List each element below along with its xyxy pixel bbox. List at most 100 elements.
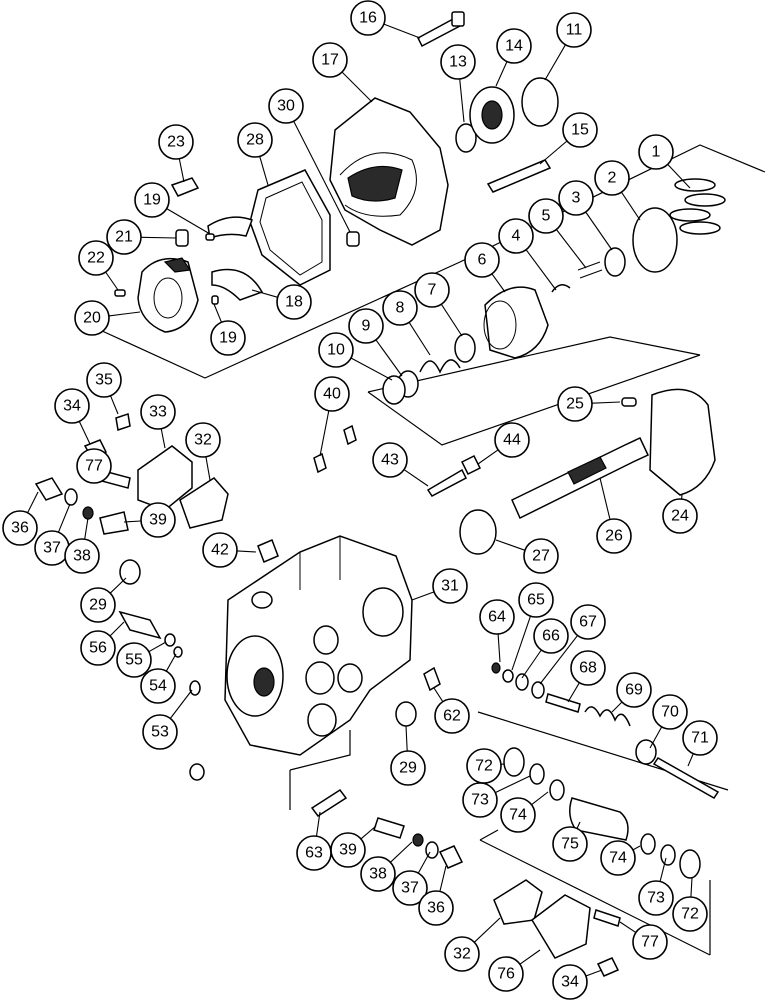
- callout-circle: [496, 28, 532, 64]
- callout-number: 64: [488, 609, 506, 626]
- leader-line-30: [293, 120, 351, 233]
- callout-number: 4: [512, 228, 521, 245]
- leader-line-43: [403, 469, 429, 487]
- callout-77: 77: [76, 448, 112, 484]
- callout-circle: [523, 538, 559, 574]
- washer-67: [531, 681, 545, 699]
- callout-69: 69: [616, 672, 652, 708]
- callout-circle: [494, 422, 530, 458]
- callout-66: 66: [533, 618, 569, 654]
- oring-73a: [529, 763, 545, 785]
- cover-76: [531, 894, 591, 959]
- callout-number: 39: [339, 842, 357, 859]
- callout-number: 20: [83, 310, 101, 327]
- fitting-39b: [373, 817, 405, 839]
- callout-65: 65: [518, 582, 554, 618]
- callout-55: 55: [116, 642, 152, 678]
- callout-circle: [348, 308, 384, 344]
- callout-28: 28: [237, 122, 273, 158]
- spring-4: [551, 284, 571, 293]
- leader-line-36: [439, 865, 447, 892]
- ring-10: [382, 375, 406, 405]
- callout-circle: [74, 300, 110, 336]
- fitting-56: [118, 610, 162, 640]
- callout-64: 64: [479, 599, 515, 635]
- leader-line-63: [315, 811, 321, 837]
- callout-73: 73: [638, 880, 674, 916]
- callout-circle: [268, 88, 304, 124]
- callout-29: 29: [80, 587, 116, 623]
- callout-74: 74: [600, 840, 636, 876]
- callout-circle: [314, 376, 350, 412]
- callout-33: 33: [140, 394, 176, 430]
- callout-54: 54: [140, 668, 176, 704]
- leader-line-19: [166, 208, 211, 235]
- plug-62: [423, 666, 441, 692]
- callout-circle: [638, 880, 674, 916]
- leader-line-42: [236, 550, 257, 553]
- callout-number: 34: [561, 974, 579, 991]
- callout-number: 28: [246, 132, 264, 149]
- callout-circle: [652, 694, 688, 730]
- bolt-34b: [596, 957, 620, 977]
- callout-number: 56: [89, 640, 107, 657]
- callout-number: 19: [219, 330, 237, 347]
- leader-line-39: [123, 520, 142, 523]
- main-body: [224, 535, 413, 756]
- callout-number: 38: [73, 548, 91, 565]
- callout-number: 6: [478, 252, 487, 269]
- bolt-16-head: [451, 11, 465, 27]
- leader-line-65: [511, 615, 532, 671]
- callout-number: 21: [115, 229, 133, 246]
- leader-line-5: [555, 229, 587, 269]
- leader-line-7: [440, 303, 463, 337]
- callout-circle: [142, 714, 178, 750]
- callout-number: 77: [641, 934, 659, 951]
- callout-circle: [140, 668, 176, 704]
- callout-circle: [462, 782, 498, 818]
- leader-line-68: [567, 682, 580, 703]
- callout-15: 15: [562, 112, 598, 148]
- callout-37: 37: [392, 870, 428, 906]
- ring-72b: [679, 849, 701, 879]
- callout-circle: [616, 672, 652, 708]
- callout-29: 29: [390, 750, 426, 786]
- nut-35: [115, 413, 131, 431]
- callout-14: 14: [496, 28, 532, 64]
- callout-circle: [672, 896, 708, 932]
- callout-circle: [350, 0, 386, 36]
- leader-line-34: [78, 421, 91, 445]
- callout-circle: [392, 870, 428, 906]
- callout-36: 36: [418, 890, 454, 926]
- callout-number: 73: [471, 792, 489, 809]
- callout-8: 8: [382, 290, 418, 326]
- piston-1b: [684, 193, 726, 207]
- callout-22: 22: [78, 240, 114, 276]
- callout-number: 29: [399, 760, 417, 777]
- callout-34: 34: [552, 964, 588, 1000]
- callout-37: 37: [34, 530, 70, 566]
- callout-number: 16: [359, 10, 377, 27]
- callout-number: 62: [443, 708, 461, 725]
- cradle-18b: [207, 216, 253, 239]
- callout-circle: [570, 650, 606, 686]
- callout-24: 24: [662, 498, 698, 534]
- oring-53a: [189, 680, 201, 696]
- bushing-27: [459, 509, 497, 555]
- leader-line-8: [408, 322, 431, 356]
- plate-24: [649, 388, 716, 496]
- leader-line-32: [205, 456, 211, 481]
- key-23: [170, 177, 200, 197]
- callout-number: 70: [661, 704, 679, 721]
- callout-circle: [638, 134, 674, 170]
- nut-64: [491, 662, 501, 674]
- callout-circle: [464, 242, 500, 278]
- leader-line-25: [591, 401, 621, 404]
- callout-19: 19: [210, 320, 246, 356]
- callout-circle: [140, 394, 176, 430]
- piston-1d: [679, 221, 721, 235]
- pin-22: [114, 289, 126, 297]
- leader-line-36: [27, 491, 39, 514]
- gasket-28: [249, 169, 331, 286]
